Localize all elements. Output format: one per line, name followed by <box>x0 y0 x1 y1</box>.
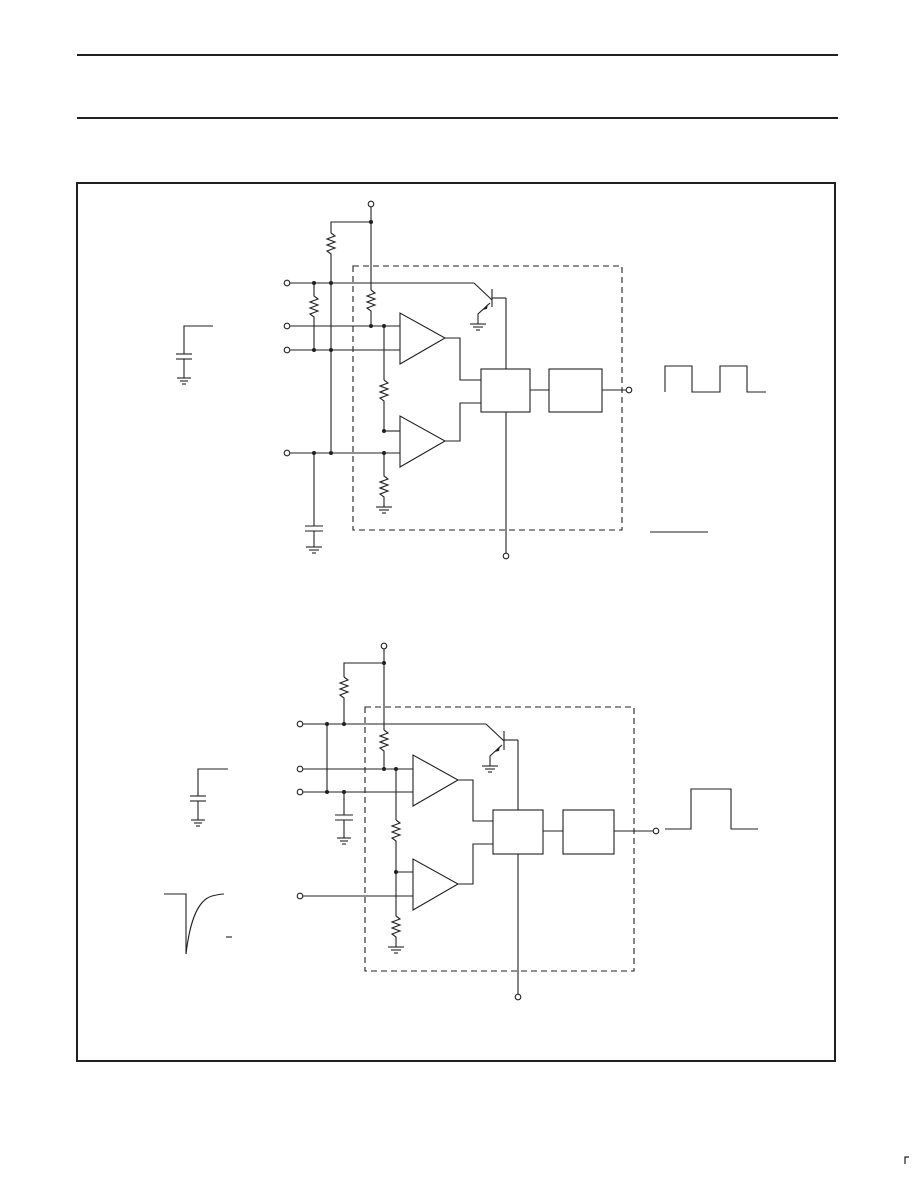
ground-divider-bottom <box>388 946 404 954</box>
output-terminal-bottom <box>652 827 660 835</box>
monostable-circuit <box>164 642 758 1001</box>
vcc-terminal-bottom <box>343 642 388 730</box>
discharge-transistor-top <box>470 289 507 369</box>
divider-resistor-3-top <box>378 453 390 507</box>
divider-resistor-1-top <box>365 289 377 326</box>
reset-terminal-bottom <box>514 993 522 1001</box>
ground-divider-top <box>376 506 392 514</box>
output-stage-block-top <box>548 368 603 413</box>
timing-capacitor-bottom <box>335 792 353 845</box>
discharge-line-top <box>283 279 493 301</box>
comparator-lower-bottom <box>412 858 460 911</box>
page-corner-mark <box>904 1156 909 1164</box>
resistor-ra-bottom <box>338 676 350 724</box>
header-rule <box>77 117 838 119</box>
output-terminal-top <box>625 386 633 394</box>
threshold-line-top <box>283 322 400 380</box>
resistor-ra-top <box>325 232 337 283</box>
discharge-line-bottom <box>296 720 505 742</box>
supply-bypass-capacitor-top <box>176 325 213 385</box>
supply-bypass-capacitor-bottom <box>190 768 228 827</box>
discharge-transistor-bottom <box>482 731 519 810</box>
square-wave-output-top <box>664 365 766 393</box>
timing-capacitor-top <box>305 453 323 554</box>
flip-flop-block-bottom <box>492 809 544 855</box>
trigger-input-line-bottom <box>296 892 413 900</box>
divider-resistor-1-bottom <box>378 729 390 769</box>
vcc-terminal-top <box>330 200 375 290</box>
comparator-upper-top <box>399 312 447 365</box>
astable-circuit <box>176 200 766 560</box>
threshold-discharge-line-bottom <box>296 724 413 796</box>
divider-resistor-3-bottom <box>390 872 402 947</box>
resistor-rb-top <box>308 283 320 350</box>
trigger-pulse-waveform <box>164 893 225 955</box>
divider-resistor-2-bottom <box>390 819 402 872</box>
figure-frame <box>76 182 836 1062</box>
threshold-line-bottom <box>296 765 413 820</box>
comparator-upper-bottom <box>412 754 460 807</box>
trigger-threshold-line-top <box>283 283 400 453</box>
output-pulse-waveform <box>665 788 758 830</box>
timer-ic-outline-bottom <box>364 706 635 972</box>
lower-input-line-top <box>283 449 400 457</box>
top-page-rule <box>77 54 838 56</box>
divider-resistor-2-top <box>378 379 390 431</box>
comparator-lower-top <box>399 415 447 468</box>
timer-ic-outline-top <box>352 265 623 531</box>
flip-flop-block-top <box>480 368 531 413</box>
reset-terminal-top <box>502 552 510 560</box>
output-stage-block-bottom <box>562 809 615 855</box>
